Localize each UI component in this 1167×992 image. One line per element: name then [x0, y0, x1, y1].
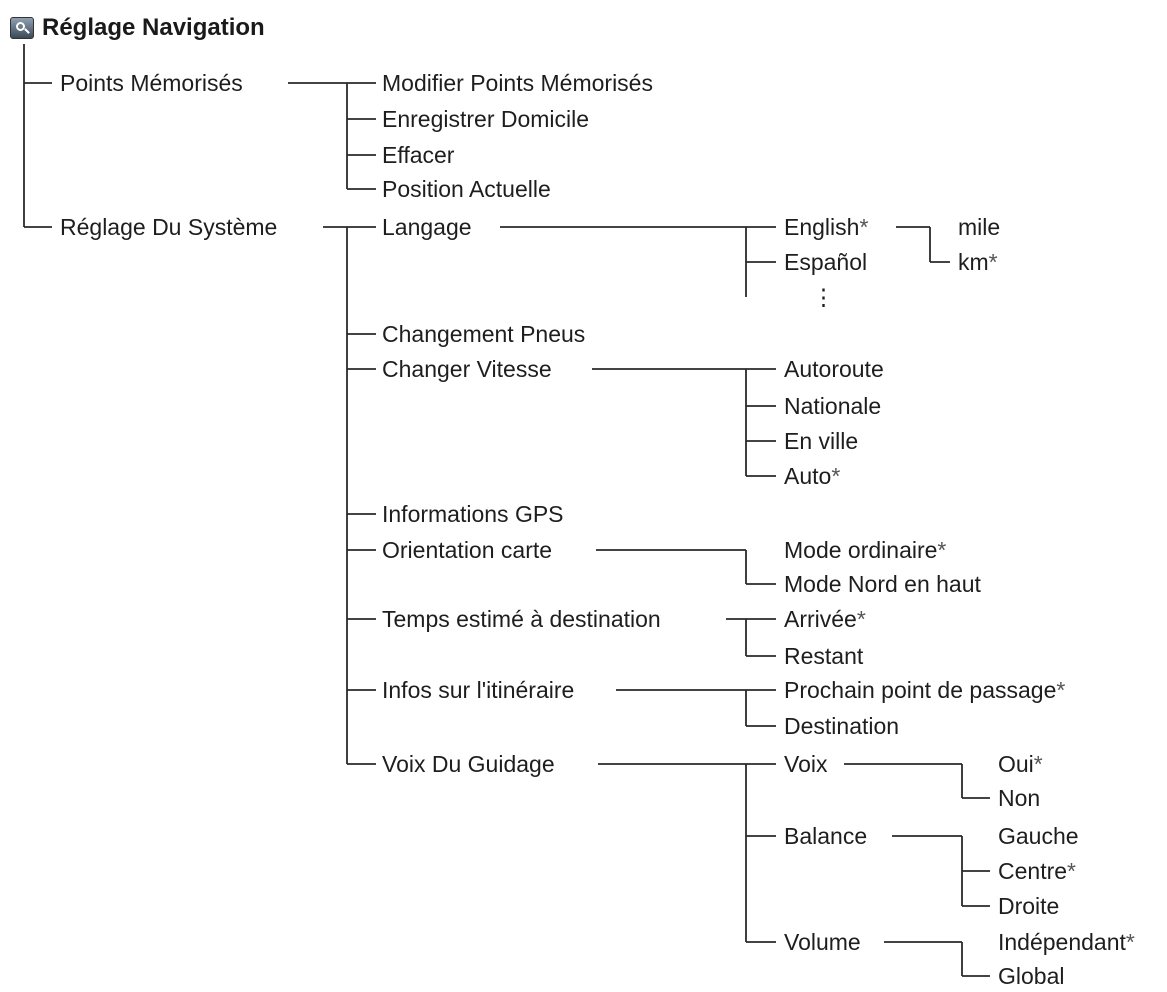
node-label: Infos sur l'itinéraire	[382, 677, 575, 703]
node-center: Centre*	[998, 857, 1076, 885]
node-destination: Destination	[784, 712, 899, 740]
node-current-position: Position Actuelle	[382, 175, 551, 203]
node-national: Nationale	[784, 392, 881, 420]
diagram-title: Réglage Navigation	[42, 14, 265, 41]
node-label: Non	[998, 785, 1041, 811]
node-label: ⋮	[812, 284, 835, 310]
node-label: Nationale	[784, 393, 882, 419]
node-label: Autoroute	[784, 356, 884, 382]
node-label: Réglage Du Système	[60, 214, 278, 240]
node-label: Changement Pneus	[382, 321, 586, 347]
node-right: Droite	[998, 892, 1059, 920]
node-label: Indépendant	[998, 929, 1126, 955]
node-label: Gauche	[998, 823, 1079, 849]
node-label: mile	[958, 214, 1001, 240]
default-marker: *	[988, 249, 998, 275]
node-delete: Effacer	[382, 141, 454, 169]
node-label: Temps estimé à destination	[382, 606, 661, 632]
node-label: Balance	[784, 823, 868, 849]
node-save-home: Enregistrer Domicile	[382, 105, 589, 133]
node-change-speed: Changer Vitesse	[382, 355, 552, 383]
node-remaining: Restant	[784, 642, 863, 670]
node-km: km*	[958, 248, 998, 276]
diagram-header: Réglage Navigation	[10, 10, 265, 46]
node-map-orientation: Orientation carte	[382, 536, 552, 564]
node-normal-mode: Mode ordinaire*	[784, 536, 946, 564]
node-label: Oui	[998, 751, 1034, 777]
node-highway: Autoroute	[784, 355, 884, 383]
default-marker: *	[856, 606, 866, 632]
node-label: Enregistrer Domicile	[382, 106, 590, 132]
node-label: Mode Nord en haut	[784, 571, 981, 597]
node-label: Auto	[784, 463, 832, 489]
node-english: English*	[784, 213, 868, 241]
node-edit-saved-points: Modifier Points Mémorisés	[382, 69, 653, 97]
node-label: Changer Vitesse	[382, 356, 552, 382]
default-marker: *	[937, 537, 947, 563]
node-city: En ville	[784, 427, 858, 455]
node-gps-info: Informations GPS	[382, 500, 564, 528]
node-label: Global	[998, 963, 1065, 989]
settings-icon	[10, 17, 34, 39]
node-global: Global	[998, 962, 1064, 990]
default-marker: *	[1125, 929, 1135, 955]
default-marker: *	[859, 214, 869, 240]
node-tire-change: Changement Pneus	[382, 320, 585, 348]
default-marker: *	[1056, 677, 1066, 703]
node-mile: mile	[958, 213, 1000, 241]
node-independent: Indépendant*	[998, 928, 1135, 956]
default-marker: *	[1067, 858, 1076, 884]
node-no: Non	[998, 784, 1040, 812]
default-marker: *	[831, 463, 841, 489]
node-label: Destination	[784, 713, 900, 739]
node-left: Gauche	[998, 822, 1079, 850]
node-route-info: Infos sur l'itinéraire	[382, 676, 574, 704]
node-north-up-mode: Mode Nord en haut	[784, 570, 981, 598]
node-volume: Volume	[784, 928, 861, 956]
node-label: Voix	[784, 751, 828, 777]
node-saved-points: Points Mémorisés	[60, 69, 243, 97]
node-label: Volume	[784, 929, 861, 955]
node-voice: Voix	[784, 750, 827, 778]
node-arrival: Arrivée*	[784, 605, 866, 633]
node-balance: Balance	[784, 822, 867, 850]
node-label: Orientation carte	[382, 537, 553, 563]
node-more: ⋮	[812, 283, 835, 311]
node-label: Modifier Points Mémorisés	[382, 70, 653, 96]
node-label: Arrivée	[784, 606, 857, 632]
node-label: Effacer	[382, 142, 455, 168]
node-label: Points Mémorisés	[60, 70, 243, 96]
node-system-settings: Réglage Du Système	[60, 213, 277, 241]
node-eta: Temps estimé à destination	[382, 605, 661, 633]
node-label: Centre	[998, 858, 1068, 884]
node-label: Voix Du Guidage	[382, 751, 555, 777]
default-marker: *	[1033, 751, 1043, 777]
node-label: Prochain point de passage	[784, 677, 1057, 703]
node-label: Mode ordinaire	[784, 537, 938, 563]
node-next-waypoint: Prochain point de passage*	[784, 676, 1065, 704]
node-label: Langage	[382, 214, 472, 240]
node-label: km	[958, 249, 989, 275]
node-label: Español	[784, 249, 868, 275]
node-yes: Oui*	[998, 750, 1043, 778]
node-language: Langage	[382, 213, 472, 241]
node-guidance-voice: Voix Du Guidage	[382, 750, 555, 778]
node-auto: Auto*	[784, 462, 840, 490]
node-label: Position Actuelle	[382, 176, 551, 202]
node-label: Droite	[998, 893, 1060, 919]
node-label: En ville	[784, 428, 859, 454]
node-spanish: Español	[784, 248, 867, 276]
node-label: Informations GPS	[382, 501, 564, 527]
node-label: Restant	[784, 643, 864, 669]
node-label: English	[784, 214, 860, 240]
